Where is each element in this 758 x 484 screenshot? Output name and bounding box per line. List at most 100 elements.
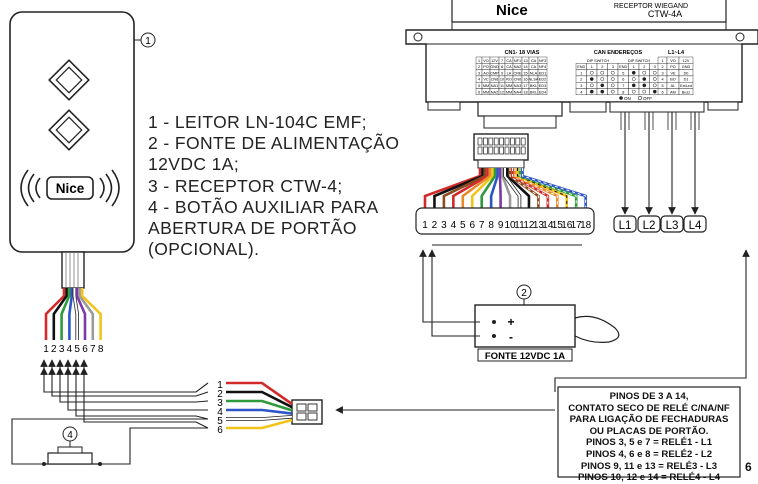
cn1-cell-text: 12V: [491, 59, 498, 63]
terminal-pin-label: 7: [479, 220, 485, 231]
dip-switch-label-1: DIP SWITCH: [587, 59, 610, 63]
reader-pin-label: 3: [59, 344, 65, 355]
plug-slot: [515, 137, 521, 146]
terminal-pin-label: 12: [523, 220, 535, 231]
cn1-cell-text: 12: [500, 90, 504, 94]
harness-connector: [291, 399, 323, 425]
receiver-wire: [504, 168, 521, 212]
note-line: PINOS 10, 12 e 14 = RELÉ4 - L4: [577, 472, 721, 484]
reader-wire: [80, 288, 102, 340]
legend-line: 12VDC 1A;: [148, 154, 240, 175]
l-cell-text: GND: [682, 65, 691, 69]
harness-wires: [226, 381, 293, 430]
mount-hole-right: [735, 32, 745, 42]
cn1-cell-text: NA4: [514, 90, 521, 94]
receiver-wire: [470, 168, 494, 212]
reader-to-harness-lines: [11, 367, 209, 465]
cn1-cell: [537, 88, 548, 96]
cn1-cell-text: 1: [478, 59, 480, 63]
plug-slot: [483, 146, 488, 155]
receiver-wire: [501, 168, 512, 212]
reader-wire: [68, 288, 74, 340]
reader-pin-label: 1: [43, 344, 49, 355]
terminal-pin-label: 1: [422, 220, 428, 231]
output-label: L1: [619, 220, 632, 232]
can-cell-text: 8: [622, 90, 624, 94]
cn1-cell-text: NA3: [514, 84, 521, 88]
reader-wires: [44, 288, 102, 340]
dip-dot: [589, 89, 594, 94]
cn1-cell-text: CMP: [490, 71, 499, 75]
output-label: L2: [643, 220, 656, 232]
dip-dot: [600, 70, 605, 75]
terminal-pin-label: 17: [571, 220, 583, 231]
terminal-pin-label: 8: [488, 220, 494, 231]
plug-slot: [499, 146, 504, 155]
dip-dot: [610, 89, 615, 94]
reader-cable-sleeve: [61, 251, 85, 289]
harness-wire: [226, 415, 293, 420]
note-line: PARA LIGAÇÃO DE FECHADURAS: [569, 414, 729, 426]
cn1-cell-text: NA2: [514, 65, 521, 69]
cn1-cell-text: NLSA: [529, 78, 539, 82]
note-line: PINOS 9, 11 e 13 = RELÉ3 - L3: [580, 460, 718, 472]
can-cell-text: 1: [580, 71, 582, 75]
plug-slot: [477, 137, 483, 146]
reader-pin-label: 8: [98, 344, 104, 355]
cn1-cell-text: 14: [523, 65, 527, 69]
dip-dot: [642, 77, 647, 81]
harness-pin-label: 2: [217, 389, 223, 400]
terminal-pin-label: 5: [460, 220, 466, 231]
ps-plus: +: [507, 315, 514, 329]
legend-line: 4 - BOTÃO AUXILIAR PARA: [148, 196, 379, 217]
can-header-text: END: [577, 65, 585, 69]
receiver-wire: [452, 168, 489, 212]
cn1-cell-text: AO: [483, 71, 489, 75]
receiver-wires: [423, 168, 587, 212]
cn1-cell-text: LA: [507, 71, 512, 75]
harness-wire: [226, 399, 293, 412]
cn1-cell-text: CA: [506, 65, 512, 69]
cn1-cell-text: BKL: [530, 90, 537, 94]
harness-wire: [226, 381, 293, 406]
cn1-cell-text: ED2: [539, 78, 546, 82]
dip-dot: [652, 83, 657, 88]
reader-wire: [44, 288, 66, 340]
dip-dot: [642, 89, 647, 94]
dip-dot: [631, 89, 636, 94]
legend-line: (OPCIONAL).: [148, 239, 260, 260]
cn1-cell-text: NA2: [491, 90, 498, 94]
l-cell-text: PO: [670, 65, 676, 69]
receiver-bottom-connectors: [427, 101, 739, 129]
receiver-title-1: RECEPTOR WIEGAND: [614, 3, 688, 10]
dip-dot: [589, 77, 594, 81]
cn1-cell-text: MM: [506, 84, 512, 88]
receiver-wire: [433, 168, 484, 212]
reader-wire: [60, 288, 71, 340]
l-cell-text: Buzz: [682, 90, 691, 94]
note-line: PINOS 3, 5 e 7 = RELÉ1 - L1: [585, 437, 713, 449]
cn1-cell-text: NF1: [514, 59, 521, 63]
terminal-pin-label: 13: [533, 220, 545, 231]
cn1-cell-text: 18: [523, 90, 527, 94]
plug-slot: [493, 137, 499, 146]
dip-dot: [631, 77, 636, 81]
dip-dot: [600, 89, 605, 94]
can-cell-text: 6: [622, 78, 624, 82]
terminal-pin-label: 15: [552, 220, 564, 231]
can-cell-text: 4: [580, 90, 582, 94]
cn1-cell-text: 4: [478, 78, 480, 82]
note-line: PINOS DE 3 A 14,: [609, 391, 689, 402]
cn1-cell-text: NLA: [530, 71, 538, 75]
section-l: L1~L4: [668, 50, 685, 56]
reader-badge-number: 1: [145, 36, 151, 47]
diamond-down-icon: [48, 109, 90, 151]
plug-slot: [504, 137, 510, 146]
dip-switch-label-2: DIP SWITCH: [628, 59, 651, 63]
l-cell-text: 4: [661, 78, 663, 82]
section-can: CAN ENDEREÇOS: [594, 50, 643, 56]
dip-dot: [589, 70, 594, 75]
button-badge: [62, 426, 78, 442]
